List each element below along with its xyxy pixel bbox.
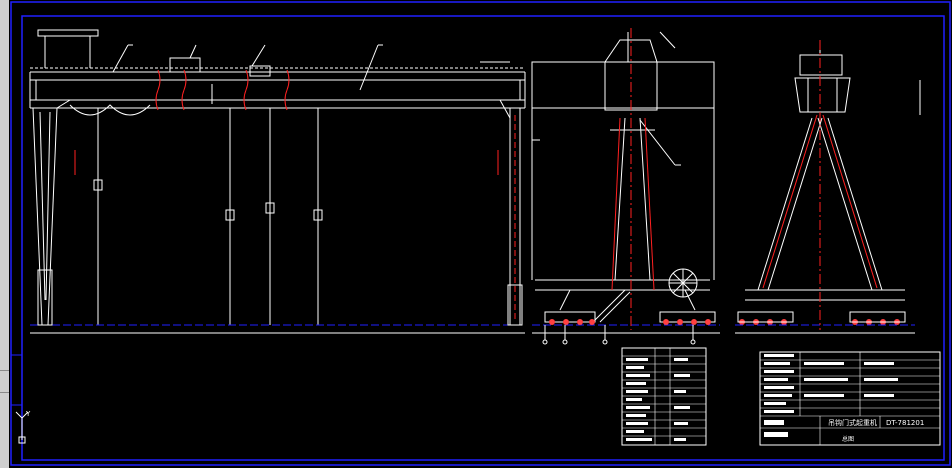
end-view-centerline [611, 28, 655, 330]
ucs-axis-icon [15, 411, 29, 444]
drawing-number-text: DT-781201 [886, 419, 924, 427]
drawing-name-text: 吊钩门式起重机 [828, 418, 877, 427]
drawing-frame [10, 1, 951, 466]
break-lines [74, 69, 499, 175]
ucs-y-label: Y [25, 410, 31, 418]
a-frame-centerline [762, 40, 878, 330]
side-elevation-view [29, 29, 526, 334]
sheet-title-text: 总图 [842, 435, 854, 443]
a-frame-view [735, 45, 921, 334]
left-scroll-strip[interactable] [0, 0, 9, 468]
callout-balloons [542, 325, 696, 345]
title-block: 吊钩门式起重机 DT-781201 总图 [759, 351, 941, 446]
parts-list-table [621, 347, 707, 446]
end-elevation-view [531, 31, 720, 334]
